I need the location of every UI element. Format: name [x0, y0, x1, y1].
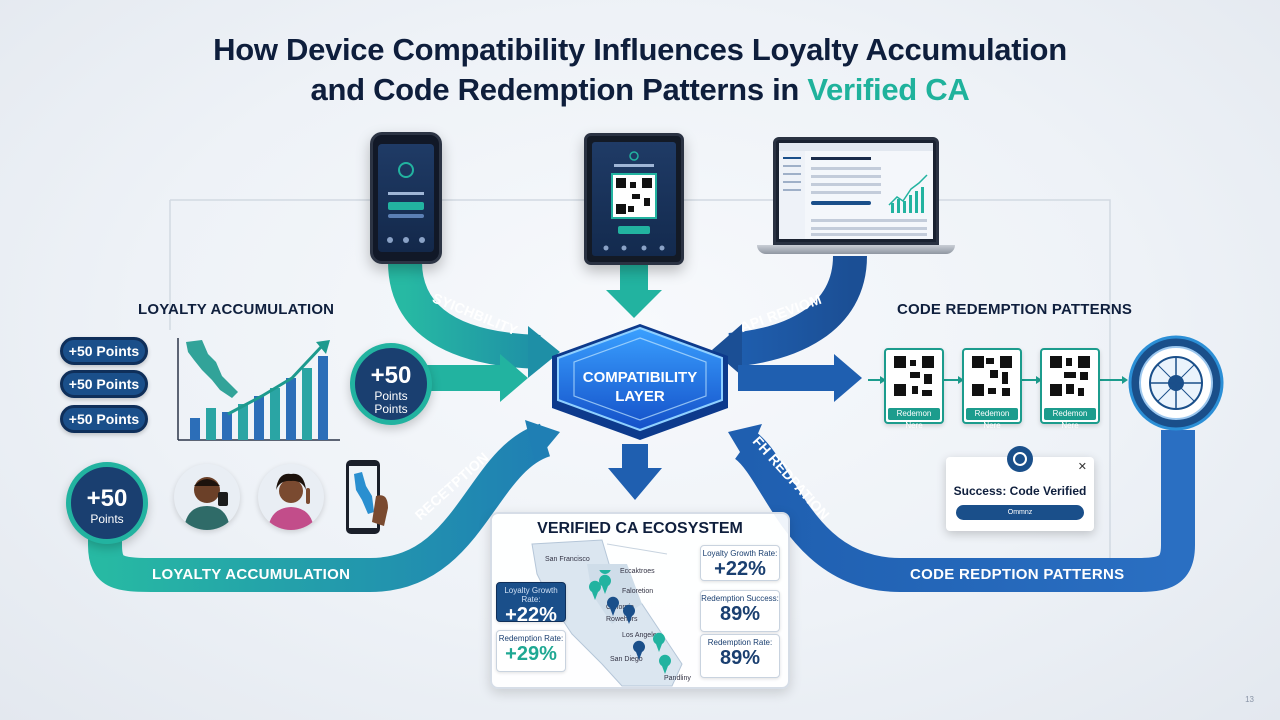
title-line-2-prefix: and Code Redemption Patterns in	[310, 72, 808, 107]
stat-value: 89%	[719, 603, 761, 625]
title-line-1: How Device Compatibility Influences Loya…	[213, 32, 1067, 67]
city-label: Calfornia	[606, 604, 635, 611]
arrow-loyalty-loop	[88, 423, 552, 592]
stat-redemption-success: Redemption Success: 89%	[700, 590, 780, 632]
stat-value: 89%	[719, 647, 761, 669]
verified-shield-icon	[1007, 446, 1033, 472]
city-label: Eccaktroes	[620, 568, 655, 575]
ecosystem-title: VERIFIED CA ECOSYSTEM	[537, 520, 743, 537]
points-circle-mid-value: +50	[370, 362, 412, 389]
compatibility-layer-hub	[552, 324, 728, 440]
qr-code-card-1: Redemon Nere	[884, 348, 944, 430]
points-circle-bottom-value: +50	[86, 485, 128, 512]
stat-label: Redemption Success:	[701, 594, 779, 603]
stat-redemption-rate: Redemption Rate: 89%	[700, 634, 780, 678]
points-circle-bottom-line2: Points	[90, 512, 124, 526]
loyalty-growth-graphic	[177, 338, 340, 441]
trend-arrow-icon	[316, 340, 330, 354]
stat-redemption-rate-left: Redemption Rate: +29%	[496, 630, 566, 672]
verification-dial-icon	[1128, 335, 1224, 431]
stat-label: Loyalty Growth Rate:	[504, 586, 558, 604]
city-label: Faloretion	[622, 588, 654, 595]
stat-label: Redemption Rate:	[498, 634, 564, 643]
points-circle-mid: +50 Points Points	[350, 343, 432, 425]
points-pill-2: +50 Points	[60, 370, 148, 398]
arrow-redemption-loop	[733, 430, 1195, 592]
qr-code-icon	[970, 354, 1014, 398]
customer-avatar-2	[258, 464, 324, 530]
laptop-base	[757, 245, 955, 254]
stat-label: Loyalty Growth Rate:	[702, 549, 778, 558]
stat-loyalty-growth: Loyalty Growth Rate: +22%	[700, 545, 780, 581]
qr-code-card-2: Redemon Nere	[962, 348, 1022, 430]
tablet-device	[584, 133, 684, 265]
title-line-2: and Code Redemption Patterns in Verified…	[0, 70, 1280, 110]
map-pins	[589, 570, 671, 674]
arrow-api	[728, 255, 867, 367]
code-redemption-header: CODE REDEMPTION PATTERNS	[897, 301, 1133, 318]
phone-map-icon	[346, 460, 388, 534]
arrow-sync	[388, 261, 541, 369]
laptop-device	[773, 137, 939, 245]
phone-app-screen	[387, 162, 425, 243]
stat-loyalty-growth-left: Loyalty Growth Rate: +22%	[496, 582, 566, 626]
close-icon[interactable]: ✕	[1077, 461, 1087, 473]
city-label: San Diego	[610, 656, 643, 663]
smartphone-device	[370, 132, 442, 264]
page-title: How Device Compatibility Influences Loya…	[0, 30, 1280, 110]
success-modal: ✕ Success: Code Verified Ommnz	[946, 446, 1094, 531]
qr-card-caption-1: Redemon Nere	[888, 408, 940, 430]
stat-label: Redemption Rate:	[707, 638, 773, 647]
hub-label-line2: LAYER	[615, 388, 665, 405]
qr-card-caption-3: Redemon Nere	[1044, 408, 1096, 430]
city-label: Los Angeles	[622, 632, 661, 639]
slide-number: 13	[1245, 695, 1254, 704]
success-message: Success: Code Verified	[953, 484, 1087, 498]
qr-card-caption-2: Redemon Nere	[966, 408, 1018, 430]
flow-bottom-right-label: CODE REDPTION PATTERNS	[910, 566, 1125, 583]
laptop-dashboard-screen	[779, 143, 933, 239]
hub-label-line1: COMPATIBILITY	[582, 369, 698, 386]
city-label: San Francisco	[545, 556, 590, 563]
points-pill-3: +50 Points	[60, 405, 148, 433]
compatibility-layer-label: COMPATIBILITY LAYER	[560, 368, 720, 406]
california-map-icon	[186, 340, 238, 398]
qr-code-card-3: Redemon Nere	[1040, 348, 1100, 430]
points-pill-1: +50 Points	[60, 337, 148, 365]
loyalty-accumulation-header: LOYALTY ACCUMULATION	[138, 301, 335, 318]
modal-confirm-button[interactable]: Ommnz	[956, 505, 1084, 520]
tablet-qr-screen	[603, 151, 665, 251]
city-label: Pandliny	[664, 675, 691, 682]
points-circle-bottom: +50 Points	[66, 462, 148, 544]
customer-avatar-1	[174, 464, 240, 530]
stat-value: +22%	[714, 558, 766, 580]
qr-code-icon	[892, 354, 936, 398]
points-circle-mid-line2: Points	[374, 389, 408, 403]
points-circle-mid-line3: Points	[374, 402, 408, 416]
stat-value: +22%	[505, 604, 557, 626]
stat-value: +29%	[505, 643, 557, 665]
city-label: Rowehors	[606, 616, 638, 623]
title-accent: Verified CA	[807, 72, 970, 107]
flow-bottom-left-label: LOYALTY ACCUMULATION	[152, 566, 351, 583]
qr-code-icon	[1048, 354, 1092, 398]
